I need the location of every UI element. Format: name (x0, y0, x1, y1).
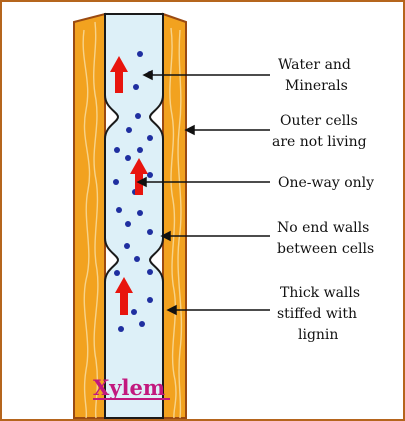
particle-dot (139, 321, 145, 327)
up-arrow-icon (130, 158, 148, 195)
label-noend-2: between cells (277, 241, 374, 257)
particle-dot (126, 127, 132, 133)
particle-dot (147, 229, 153, 235)
label-noend-1: No end walls (277, 220, 369, 236)
particle-dot (137, 147, 143, 153)
label-thick-1: Thick walls (280, 285, 360, 301)
label-outer-1: Outer cells (280, 113, 358, 129)
particle-dot (134, 256, 140, 262)
label-thick-3: lignin (298, 327, 338, 343)
particle-dot (116, 207, 122, 213)
pointer-oneway-head (136, 176, 147, 188)
pointer-water-head (142, 69, 153, 81)
pointer-noend-head (160, 230, 171, 242)
particle-dot (124, 243, 130, 249)
particle-dot (147, 172, 153, 178)
label-oneway: One-way only (278, 175, 374, 191)
up-arrow-icon (115, 277, 133, 315)
pointer-thick-head (166, 304, 177, 316)
label-water-1: Water and (278, 57, 351, 73)
label-water-2: Minerals (285, 78, 348, 94)
particle-dot (131, 309, 137, 315)
particle-dot (147, 135, 153, 141)
particle-dot (125, 155, 131, 161)
diagram-title: Xylem (93, 375, 165, 400)
pointers (136, 69, 270, 316)
xylem-lumen (104, 13, 164, 419)
label-outer-2: are not living (272, 134, 367, 150)
particle-dot (133, 84, 139, 90)
particle-dot (147, 297, 153, 303)
particle-dot (137, 51, 143, 57)
left-outer-wall (73, 12, 106, 419)
particle-dot (114, 147, 120, 153)
particle-dot (125, 221, 131, 227)
pointer-outer-head (184, 124, 195, 136)
flow-arrows (110, 56, 148, 315)
particle-dot (114, 270, 120, 276)
up-arrow-icon (110, 56, 128, 93)
particle-dot (147, 269, 153, 275)
particle-dot (118, 326, 124, 332)
particle-dot (113, 179, 119, 185)
particle-dot (135, 113, 141, 119)
label-thick-2: stiffed with (277, 306, 357, 322)
particle-dot (137, 210, 143, 216)
